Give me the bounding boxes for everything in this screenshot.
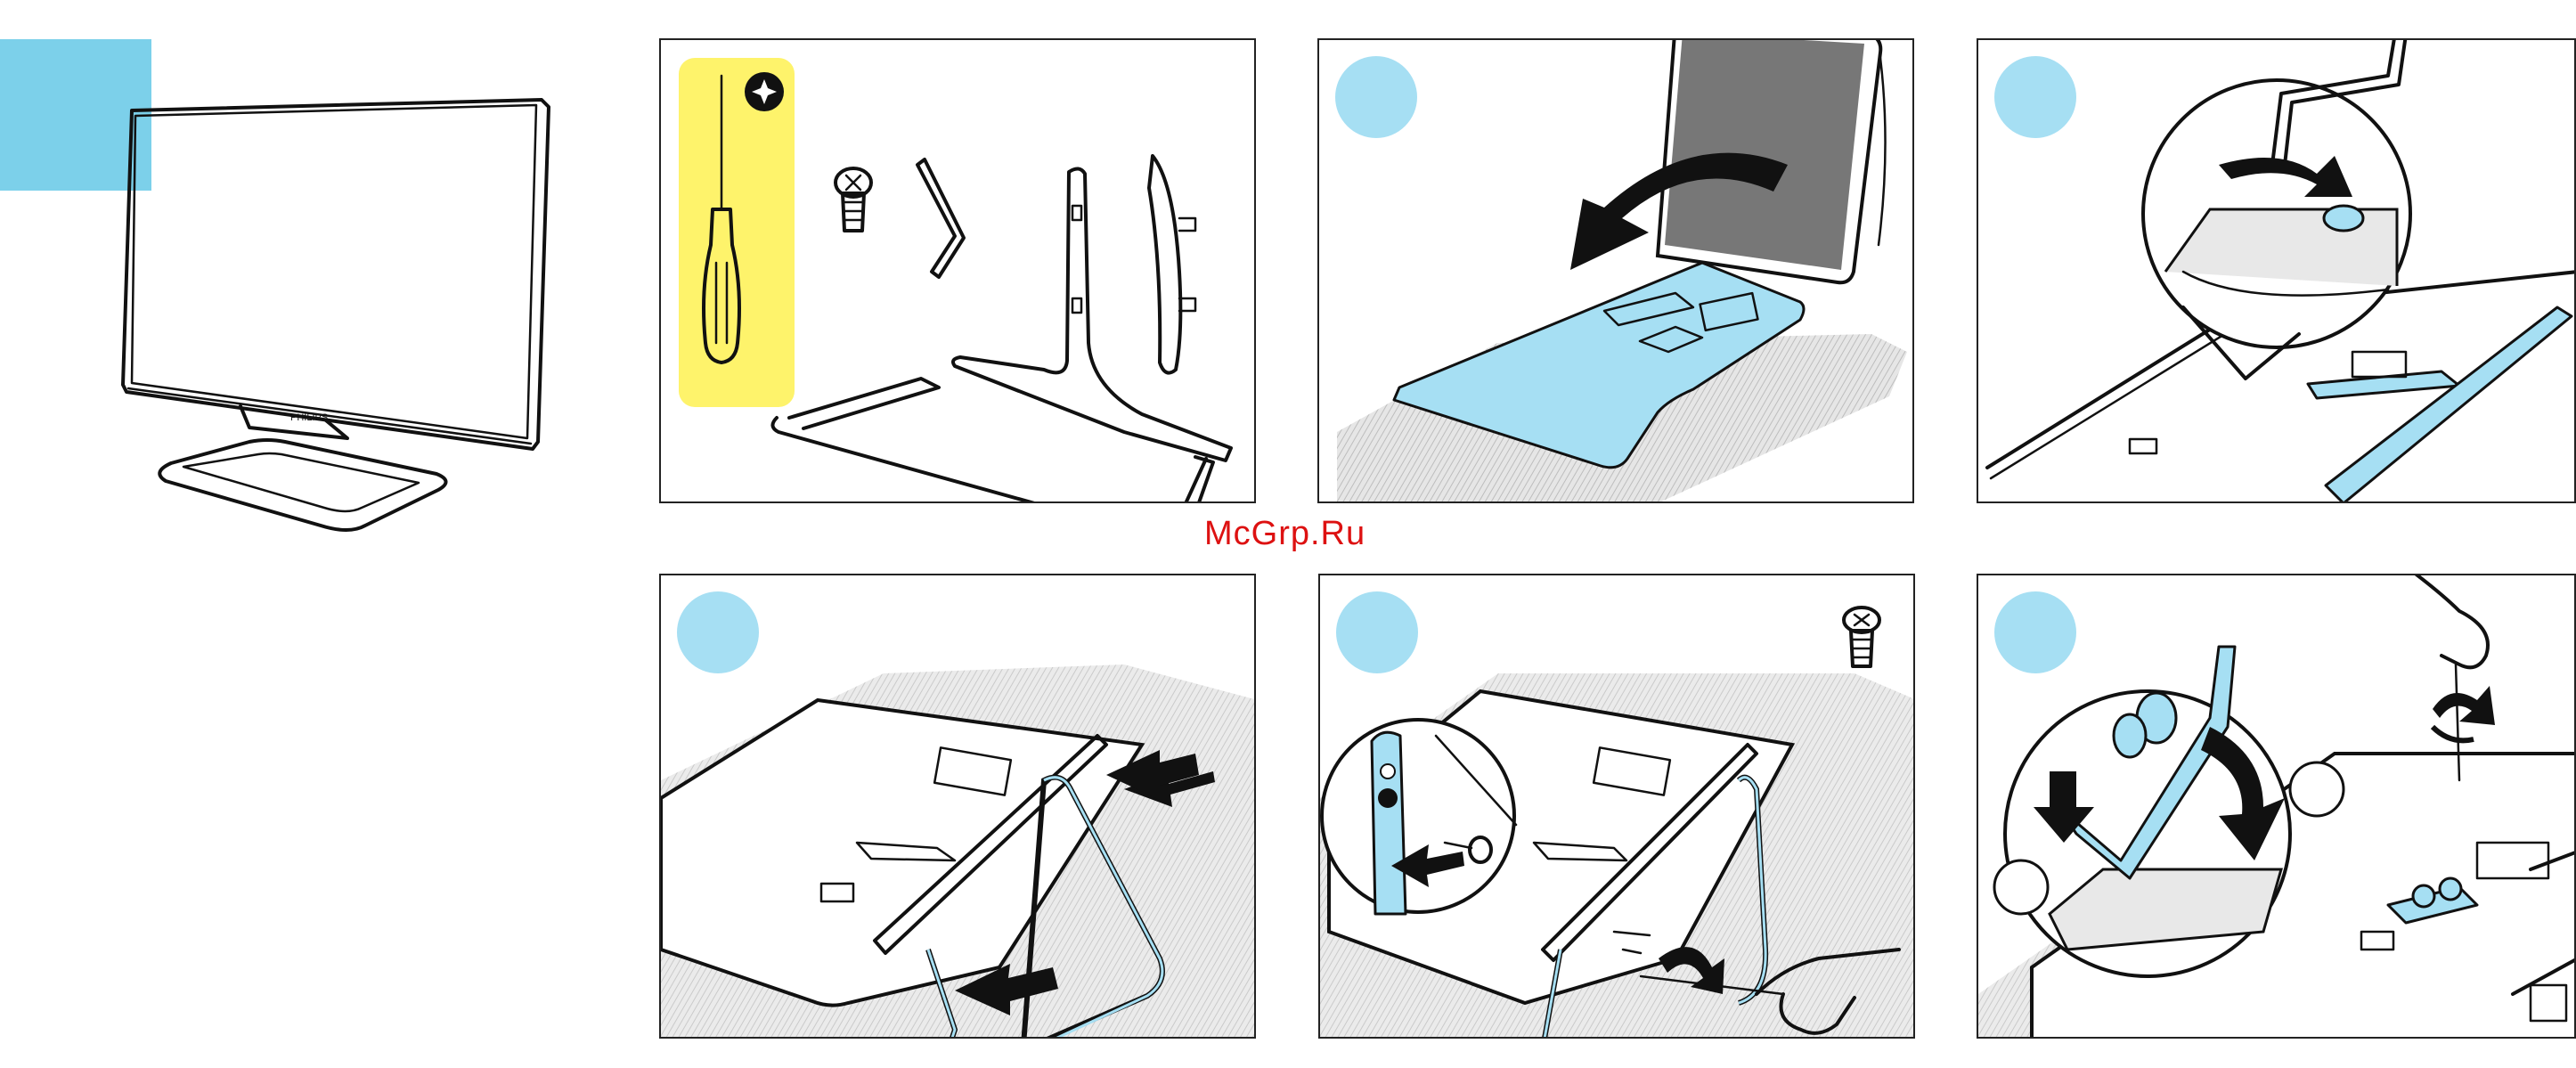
hex-key-icon	[917, 159, 964, 277]
stand-base-icon	[772, 379, 1213, 503]
hand-icon	[2406, 575, 2488, 780]
panel-step-attach-base	[659, 574, 1256, 1039]
watermark: McGrp.Ru	[1204, 515, 1365, 553]
panel-step-place-monitor	[1317, 38, 1914, 503]
callout-circle-b	[2290, 762, 2344, 816]
panel-parts	[659, 38, 1256, 503]
screw-icon	[836, 168, 871, 231]
callout-circle-a	[1994, 860, 2048, 914]
tool-highlight	[679, 58, 795, 407]
screw-icon	[1844, 607, 1879, 666]
monitor-logo: PHILIPS	[290, 412, 328, 423]
panel-step-attach-neck	[1977, 38, 2576, 503]
panel-step-insert-screws	[1318, 574, 1915, 1039]
monitor-overview-illustration: PHILIPS	[116, 89, 561, 552]
rotate-arrow-icon	[2433, 686, 2495, 725]
stand-neck-icon	[953, 156, 1231, 461]
panel-step-tighten	[1977, 574, 2576, 1039]
star-bit-icon	[745, 72, 784, 111]
